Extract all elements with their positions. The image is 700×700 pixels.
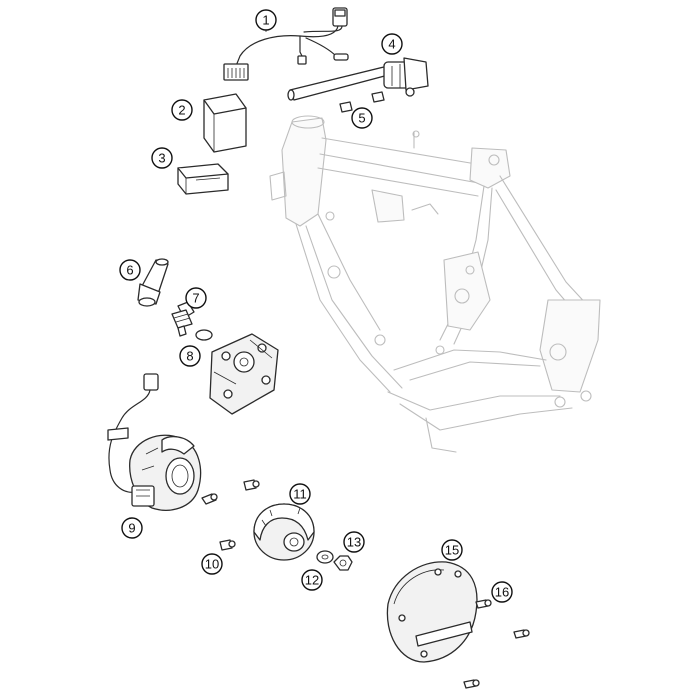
rotor-washer [316, 550, 334, 564]
callout-16: 16 [491, 581, 513, 603]
callout-12-label: 12 [305, 573, 319, 588]
callout-11-label: 11 [293, 487, 307, 502]
callout-8-label: 8 [186, 349, 193, 364]
ignition-coil [287, 57, 429, 101]
wiring-harness [223, 7, 349, 81]
spark-plug-cap [137, 258, 169, 307]
callout-5: 5 [351, 107, 373, 129]
callout-2-label: 2 [178, 103, 185, 118]
stator [107, 373, 202, 511]
callout-7: 7 [185, 287, 207, 309]
callout-15-label: 15 [445, 543, 459, 558]
coil-mounting-screws [339, 91, 385, 113]
callout-6: 6 [119, 259, 141, 281]
callout-2: 2 [171, 99, 193, 121]
callout-3-label: 3 [158, 151, 165, 166]
motorcycle-frame [269, 115, 601, 453]
rotor-flywheel [253, 503, 315, 561]
cylinder-head [195, 329, 279, 415]
ignition-cover [386, 561, 478, 663]
callout-8: 8 [179, 345, 201, 367]
callout-9: 9 [121, 517, 143, 539]
callout-10: 10 [201, 553, 223, 575]
callout-13-label: 13 [347, 535, 361, 550]
callout-3: 3 [151, 147, 173, 169]
cover-screws [463, 599, 530, 689]
callout-16-label: 16 [495, 585, 509, 600]
callout-6-label: 6 [126, 263, 133, 278]
callout-13: 13 [343, 531, 365, 553]
cdi-unit [203, 93, 247, 153]
callout-4: 4 [381, 33, 403, 55]
callout-12: 12 [301, 569, 323, 591]
callout-4-label: 4 [388, 37, 395, 52]
cdi-holder [177, 163, 229, 195]
callout-7-label: 7 [192, 291, 199, 306]
rotor-nut [333, 555, 353, 571]
callout-11: 11 [289, 483, 311, 505]
callout-15: 15 [441, 539, 463, 561]
callout-10-label: 10 [205, 557, 219, 572]
callout-1-label: 1 [262, 13, 269, 28]
stator-screws [201, 479, 260, 551]
callout-9-label: 9 [128, 521, 135, 536]
callout-5-label: 5 [358, 111, 365, 126]
callout-1: 1 [255, 9, 277, 31]
